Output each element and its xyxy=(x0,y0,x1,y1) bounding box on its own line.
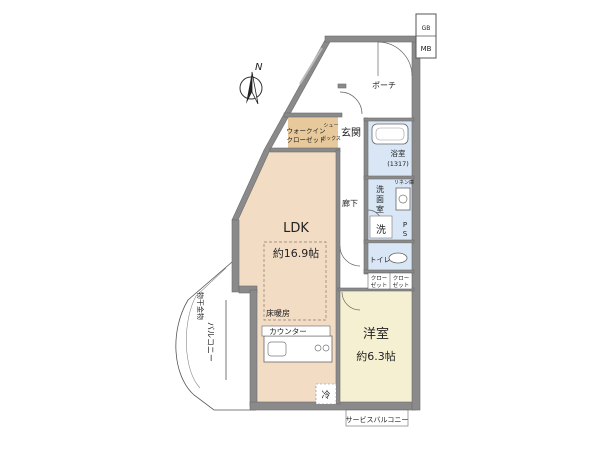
youshitsu-size: 約6.3帖 xyxy=(356,349,396,363)
toilet-bowl xyxy=(388,252,408,264)
ps-label-2: S xyxy=(403,230,408,238)
floor-heating-label: 床暖房 xyxy=(266,308,290,318)
stove-burner-1 xyxy=(314,344,322,352)
compass-needle-outline xyxy=(251,71,259,105)
walkin-label-1: ウォークイン xyxy=(287,127,326,135)
fridge-label: 冷 xyxy=(321,389,330,401)
service-balcony xyxy=(345,409,409,427)
balcony-inner-line xyxy=(186,267,227,389)
closet1-label-2: ゼット xyxy=(371,281,388,289)
closet1-label-1: クロー xyxy=(371,275,388,282)
senmen-label-3: 室 xyxy=(376,204,384,214)
wall-north xyxy=(324,35,421,43)
counter-label: カウンター xyxy=(269,327,307,336)
monohoshi-label: 物干金物 xyxy=(196,292,205,320)
walls xyxy=(231,13,437,411)
wall-west-upper xyxy=(231,219,240,293)
doors xyxy=(339,41,413,311)
mb-label: MB xyxy=(421,45,432,53)
bath-size: (1317) xyxy=(387,160,409,168)
walkin-closet-floor xyxy=(288,116,324,150)
youshitsu-door-swing xyxy=(341,291,361,311)
genkan-label: 玄関 xyxy=(341,126,361,139)
compass: N xyxy=(239,62,263,105)
wall-porch-stub xyxy=(337,83,347,89)
youshitsu-floor xyxy=(340,290,412,402)
kitchen-counter xyxy=(263,335,333,363)
stove-burner-2 xyxy=(322,344,330,352)
kitchen-sink xyxy=(267,341,287,357)
washer-label: 洗 xyxy=(376,224,386,236)
wall-toilet-south xyxy=(363,269,415,274)
bathtub-inner xyxy=(375,127,405,141)
toilet-label: トイレ xyxy=(370,256,391,264)
wall-ldk-north xyxy=(269,147,341,153)
ps-label-1: P xyxy=(403,221,407,229)
ldk-name: LDK xyxy=(283,221,309,236)
porch-label: ポーチ xyxy=(372,81,396,90)
washer-space xyxy=(369,215,393,239)
wall-senmen-south xyxy=(363,239,415,244)
genkan-door-swing xyxy=(339,91,363,115)
gb-label: GB xyxy=(422,25,431,32)
senmen-label-2: 面 xyxy=(376,195,384,204)
shoebox-label-1: シュー xyxy=(323,123,338,129)
balcony-label: バルコニー xyxy=(206,322,215,362)
floor-heating-area xyxy=(263,241,327,321)
service-balcony-label: サービスバルコニー xyxy=(346,415,409,424)
ldk-size: 約16.9帖 xyxy=(273,246,320,260)
senmen-label-1: 洗 xyxy=(376,184,384,194)
youshitsu-name: 洋室 xyxy=(363,326,389,342)
washbasin xyxy=(395,187,411,211)
bathtub xyxy=(371,123,409,145)
counter-bar xyxy=(261,325,331,337)
rouka-label: 廊下 xyxy=(342,198,358,208)
shoebox-label-2: ボックス xyxy=(321,135,341,142)
wall-bath-north xyxy=(363,117,415,122)
ldk-door-swing xyxy=(339,245,361,267)
compass-ring xyxy=(239,76,263,100)
wall-east xyxy=(411,39,421,411)
wall-walkin-north xyxy=(283,112,343,118)
wall-west-lower xyxy=(249,289,258,407)
closet2-label-2: ゼット xyxy=(393,281,410,289)
window-diagonal xyxy=(299,47,323,85)
wall-bath-south xyxy=(363,175,415,180)
shoebox-floor xyxy=(324,116,338,150)
wall-corridor-west xyxy=(335,149,341,405)
linen-label: リネン庫 xyxy=(394,179,414,186)
wall-corridor-east xyxy=(363,117,369,275)
bath-label: 浴室 xyxy=(391,148,406,158)
closet2-label-1: クロー xyxy=(393,275,410,282)
compass-needle-icon xyxy=(246,72,252,104)
fridge-space xyxy=(315,383,337,405)
balcony-outline xyxy=(175,261,256,411)
compass-north-label: N xyxy=(255,62,263,73)
walkin-label-2: クローゼット xyxy=(287,135,326,144)
wall-west-jog xyxy=(238,285,258,294)
washbasin-bowl xyxy=(398,194,408,204)
front-door-swing xyxy=(377,41,413,77)
